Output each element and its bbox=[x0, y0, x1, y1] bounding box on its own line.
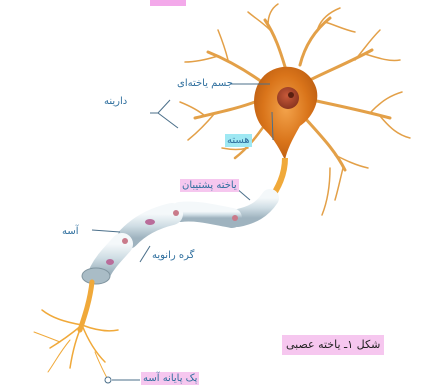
leader-lines bbox=[92, 84, 273, 380]
label-axon-terminal: پک پایانه آسه bbox=[141, 372, 199, 385]
label-cell-body: جسم یاخته‌ای bbox=[177, 77, 233, 90]
axon bbox=[82, 158, 285, 284]
label-dendrite: دارینه bbox=[104, 95, 127, 108]
cell-body bbox=[254, 67, 317, 160]
label-support-cell: یاخته پشتیبان bbox=[180, 179, 239, 192]
terminal-bulb bbox=[105, 377, 111, 383]
label-axon: آسه bbox=[62, 225, 79, 238]
figure-caption: شکل ۱ـ یاخته عصبی bbox=[282, 335, 384, 355]
nucleus bbox=[277, 87, 299, 109]
axon-terminals bbox=[34, 282, 118, 380]
label-node: گره رانویه bbox=[152, 249, 194, 262]
label-nucleus: هسته bbox=[225, 134, 252, 147]
